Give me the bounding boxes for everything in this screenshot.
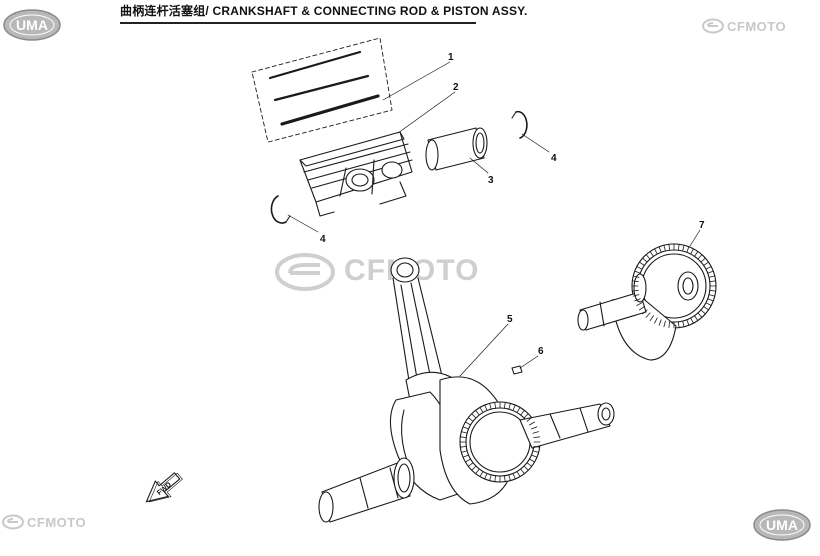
uma-logo-text: UMA [16, 17, 48, 33]
uma-logo-text: UMA [766, 517, 798, 533]
circlip-part-left [270, 195, 291, 224]
woodruff-key-part [511, 365, 523, 375]
callout-4-right: 4 [551, 153, 557, 164]
callout-1: 1 [448, 52, 454, 63]
callout-5: 5 [507, 314, 513, 325]
callout-6: 6 [538, 346, 544, 357]
cfmoto-logo-top-right: CFMOTO [727, 19, 787, 34]
uma-logo-bottom-right: UMA [753, 509, 811, 541]
title-underline [120, 22, 476, 24]
cfmoto-watermark-icon [275, 253, 335, 291]
forward-arrow-icon: FWD [145, 472, 183, 503]
circlip-part-right [511, 110, 528, 139]
callout-3: 3 [488, 175, 494, 186]
balancer-shaft-part [577, 243, 717, 361]
gear-tooth-set [459, 401, 541, 483]
cfmoto-logo-icon [2, 514, 24, 530]
cfmoto-logo-bottom-left: CFMOTO [27, 515, 87, 530]
piston-pin-part [425, 127, 488, 171]
callout-2: 2 [453, 82, 459, 93]
piston-rings-part [251, 37, 393, 143]
callout-7: 7 [699, 220, 705, 231]
cfmoto-logo-icon [702, 18, 724, 34]
crankshaft-part [318, 376, 615, 523]
uma-logo-top-left: UMA [3, 9, 61, 41]
leader-lines [287, 61, 701, 377]
page-title: 曲柄连杆活塞组/ CRANKSHAFT & CONNECTING ROD & P… [120, 4, 528, 18]
gear-teeth [459, 243, 717, 483]
callout-4-left: 4 [320, 234, 326, 245]
piston-part [299, 131, 413, 217]
gear-tooth-set [631, 243, 717, 329]
